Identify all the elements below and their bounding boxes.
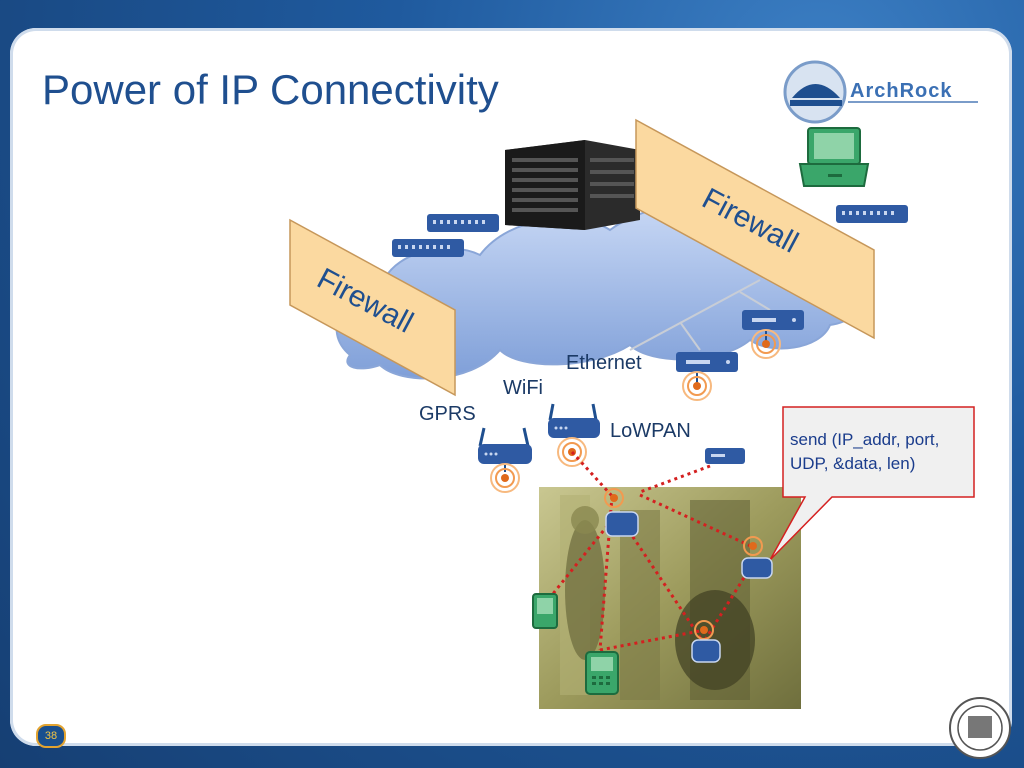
network-switch-icon xyxy=(392,239,464,257)
archrock-logo-icon xyxy=(783,60,978,124)
callout-text: send (IP_addr, port, UDP, &data, len) xyxy=(790,430,940,473)
callout-box xyxy=(769,406,975,561)
sensor-node-icon xyxy=(741,536,773,579)
laptop-icon xyxy=(798,127,870,187)
wifi-router-icon xyxy=(548,403,600,467)
network-switch-icon xyxy=(836,205,908,223)
ethernet-wiring xyxy=(629,279,771,351)
ethernet-device-icon xyxy=(742,310,804,359)
firewall-right xyxy=(635,118,875,340)
ethernet-device-icon xyxy=(676,352,738,401)
factory-photo xyxy=(539,487,801,709)
sensor-node-icon xyxy=(691,620,721,663)
handheld-device-icon xyxy=(585,651,619,695)
pda-icon xyxy=(532,593,558,629)
university-seal-icon xyxy=(949,697,1011,759)
network-switch-icon xyxy=(427,214,499,232)
slide-title: Power of IP Connectivity xyxy=(42,66,499,113)
firewall-left xyxy=(289,218,456,397)
lowpan-label: LoWPAN xyxy=(610,420,691,442)
page-number: 38 xyxy=(36,724,66,748)
wifi-label: WiFi xyxy=(503,377,543,399)
ethernet-label: Ethernet xyxy=(566,352,642,374)
gprs-router-icon xyxy=(478,427,532,493)
sensor-node-icon xyxy=(604,488,639,537)
gprs-label: GPRS xyxy=(419,403,476,425)
brand-name: ArchRock xyxy=(850,80,953,102)
lowpan-gateway-icon xyxy=(705,448,745,464)
server-rack xyxy=(505,140,640,230)
